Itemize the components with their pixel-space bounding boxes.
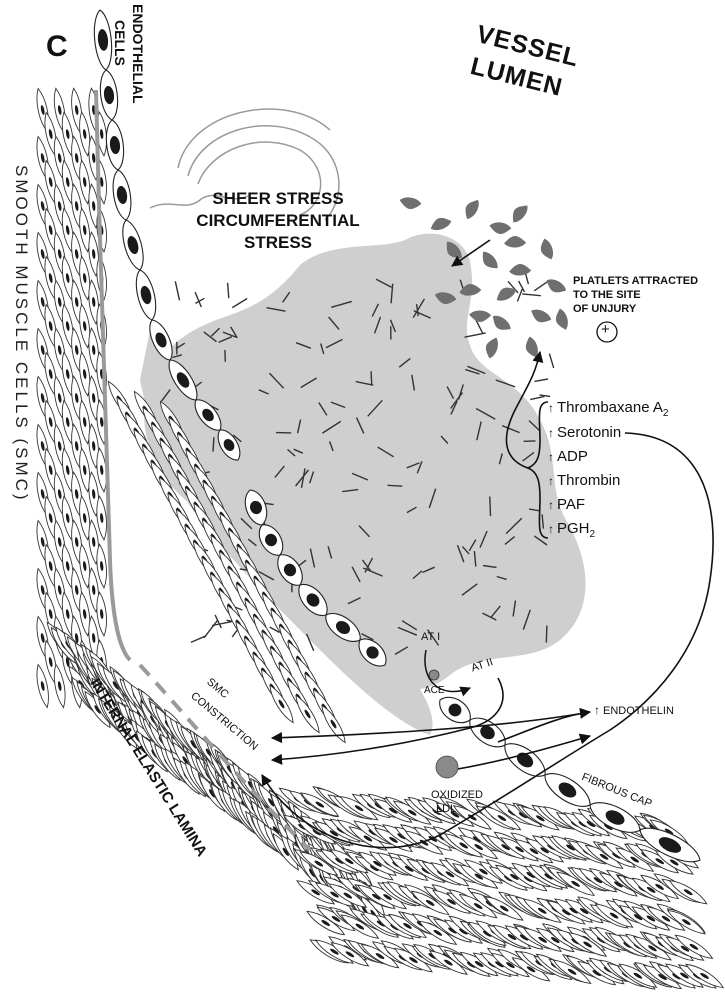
fibrin-strand xyxy=(371,371,372,384)
endothelin-increase-icon: ↑ xyxy=(594,703,600,717)
platelet xyxy=(489,312,514,334)
fibrin-strand xyxy=(195,292,201,307)
platelet xyxy=(461,196,482,221)
fibrin-strand xyxy=(522,294,541,296)
endothelium-to-endothelin-arrow xyxy=(498,712,590,742)
fibrin-strand xyxy=(191,636,207,643)
smooth-muscle-label: SMOOTH MUSCLE CELLS (SMC) xyxy=(13,165,30,503)
mediator-subscript: 2 xyxy=(663,408,669,419)
fibrin-strand xyxy=(213,437,214,452)
mediator-item: ↑PAF xyxy=(548,497,585,512)
platelet xyxy=(504,236,526,248)
platelet xyxy=(493,283,518,303)
fibrin-strand xyxy=(530,396,544,399)
mediator-text: Thrombaxane A xyxy=(557,399,663,416)
fibrin-strand xyxy=(232,299,247,308)
fibrin-strand xyxy=(540,395,551,397)
mediator-item: ↑Serotonin xyxy=(548,425,621,440)
platelet xyxy=(428,214,453,232)
mediator-subscript: 2 xyxy=(590,529,596,540)
platlets-label-line3: OF UNJURY xyxy=(573,303,636,316)
mediator-text: ADP xyxy=(557,448,588,465)
panel-label: C xyxy=(46,32,68,62)
stress-label: STRESS xyxy=(190,234,366,251)
endothelial-cell xyxy=(110,169,134,222)
platelet xyxy=(469,310,491,322)
mediator-item: ↑ADP xyxy=(548,449,588,464)
endothelial-label-line2: CELLS xyxy=(113,20,127,66)
platlets-label-line1: PLATLETS ATTRACTED xyxy=(573,275,698,288)
endothelial-cell xyxy=(104,119,126,171)
platelet xyxy=(553,307,570,331)
mediator-item: ↑PGH2 xyxy=(548,521,595,540)
mediator-item: ↑Thrombaxane A2 xyxy=(548,400,668,419)
platelet xyxy=(483,335,501,359)
sheer-stress-label: SHEER STRESS xyxy=(190,190,366,207)
fibrin-strand xyxy=(546,626,547,643)
increase-arrow-icon: ↑ xyxy=(548,450,554,464)
increase-arrow-icon: ↑ xyxy=(548,401,554,415)
ace-label: ACE xyxy=(424,686,445,696)
endothelial-cell xyxy=(132,268,160,322)
platelet xyxy=(538,237,556,262)
platelet xyxy=(489,221,512,235)
increase-arrow-icon: ↑ xyxy=(548,522,554,536)
endothelial-cell xyxy=(98,69,120,121)
fibrin-strand xyxy=(490,497,491,517)
fibrin-strand xyxy=(175,281,179,300)
oxidized-ldl-label-line2: LDL xyxy=(436,804,456,815)
fibrin-strand xyxy=(388,485,403,486)
fibrin-strand xyxy=(476,320,483,334)
increase-arrow-icon: ↑ xyxy=(548,426,554,440)
endothelial-cell xyxy=(499,737,552,784)
platelet xyxy=(478,249,501,273)
endothelial-cell xyxy=(92,9,114,71)
mediator-item: ↑Thrombin xyxy=(548,473,620,488)
platelet xyxy=(523,335,541,359)
fibrin-strand xyxy=(534,379,548,381)
endothelial-cell xyxy=(118,218,148,272)
increase-arrow-icon: ↑ xyxy=(548,498,554,512)
fibrin-strand xyxy=(465,333,486,337)
platelet xyxy=(528,307,553,326)
at1-label: AT I xyxy=(421,632,440,643)
platelet xyxy=(543,276,568,296)
fibrin-strand xyxy=(549,354,553,369)
mediator-text: Serotonin xyxy=(557,424,621,441)
circumferential-label: CIRCUMFERENTIAL xyxy=(178,212,378,229)
platelet xyxy=(509,263,532,276)
smooth-muscle-cell xyxy=(318,703,349,745)
endothelial-label-line1: ENDOTHELIAL xyxy=(131,4,145,104)
platlets-label-line2: TO THE SITE xyxy=(573,289,641,302)
endothelial-cell xyxy=(464,711,511,753)
mediator-text: Thrombin xyxy=(557,472,620,489)
fibrin-strand xyxy=(517,289,522,302)
endothelin-label: ↑ENDOTHELIN xyxy=(594,704,674,717)
oxidized-ldl-particle xyxy=(436,756,458,778)
mediator-text: PGH xyxy=(557,520,590,537)
mediator-text: PAF xyxy=(557,496,585,513)
platelet xyxy=(508,201,531,225)
oxidized-ldl-label-line1: OXIDIZED xyxy=(431,790,483,801)
fibrin-strand xyxy=(228,283,229,298)
increase-arrow-icon: ↑ xyxy=(548,474,554,488)
ace-dot xyxy=(429,670,439,680)
fibrin-strand xyxy=(534,282,548,291)
platelet xyxy=(398,196,422,211)
plus-sign: + xyxy=(601,322,610,337)
